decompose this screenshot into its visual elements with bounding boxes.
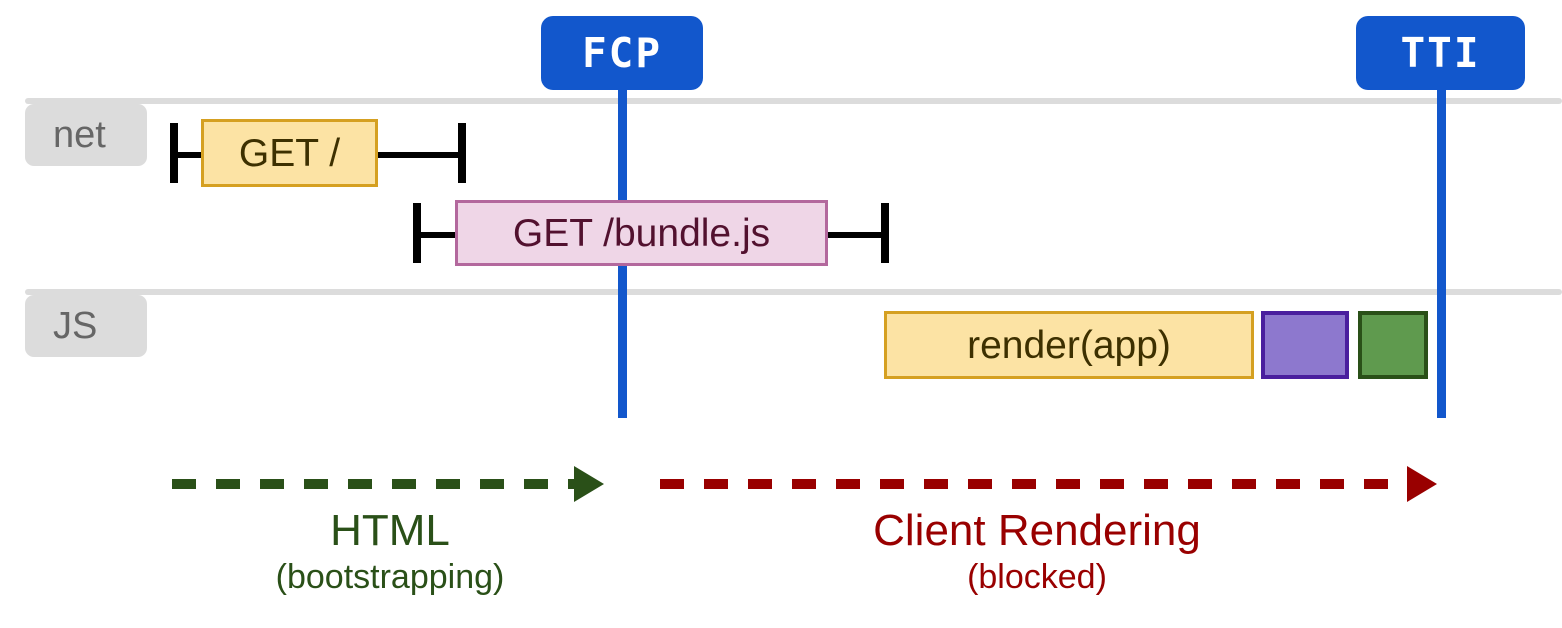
lane-separator-net [25, 98, 1562, 104]
network-bar-get-bundle[interactable]: GET /bundle.js [455, 200, 828, 266]
milestone-badge-tti[interactable]: TTI [1356, 16, 1525, 90]
phase-arrow-client-rendering [660, 466, 1437, 502]
lane-separator-js [25, 289, 1562, 295]
phase-caption-client-rendering: Client Rendering (blocked) [787, 506, 1287, 597]
phase-arrow-client-head [1407, 466, 1437, 502]
phase-arrow-client-shaft [660, 479, 1411, 489]
phase-subtitle-client: (blocked) [967, 558, 1107, 597]
lane-label-js-text: JS [53, 305, 98, 347]
js-task-render-app-label: render(app) [967, 323, 1171, 367]
whisker-cap-end-get-bundle [881, 203, 889, 263]
whisker-cap-start-get-bundle [413, 203, 421, 263]
milestone-badge-fcp[interactable]: FCP [541, 16, 703, 90]
phase-arrow-html-shaft [172, 479, 578, 489]
phase-arrow-html-bootstrapping [172, 466, 604, 502]
network-bar-get-root[interactable]: GET / [201, 119, 378, 187]
js-task-purple[interactable] [1261, 311, 1349, 379]
phase-title-html: HTML [330, 506, 450, 555]
lane-label-js: JS [25, 295, 147, 357]
milestone-badge-fcp-label: FCP [581, 29, 663, 77]
lane-label-net-text: net [53, 114, 106, 156]
milestone-line-tti [1437, 60, 1446, 418]
js-task-green[interactable] [1358, 311, 1428, 379]
lane-label-net: net [25, 104, 147, 166]
phase-title-client: Client Rendering [873, 506, 1201, 555]
whisker-cap-end-get-root [458, 123, 466, 183]
phase-caption-html-bootstrapping: HTML (bootstrapping) [190, 506, 590, 597]
js-task-render-app[interactable]: render(app) [884, 311, 1254, 379]
phase-arrow-html-head [574, 466, 604, 502]
phase-subtitle-html: (bootstrapping) [275, 558, 505, 597]
whisker-cap-start-get-root [170, 123, 178, 183]
network-bar-get-bundle-label: GET /bundle.js [512, 211, 771, 255]
network-bar-get-root-label: GET / [238, 131, 341, 175]
milestone-badge-tti-label: TTI [1400, 29, 1481, 77]
